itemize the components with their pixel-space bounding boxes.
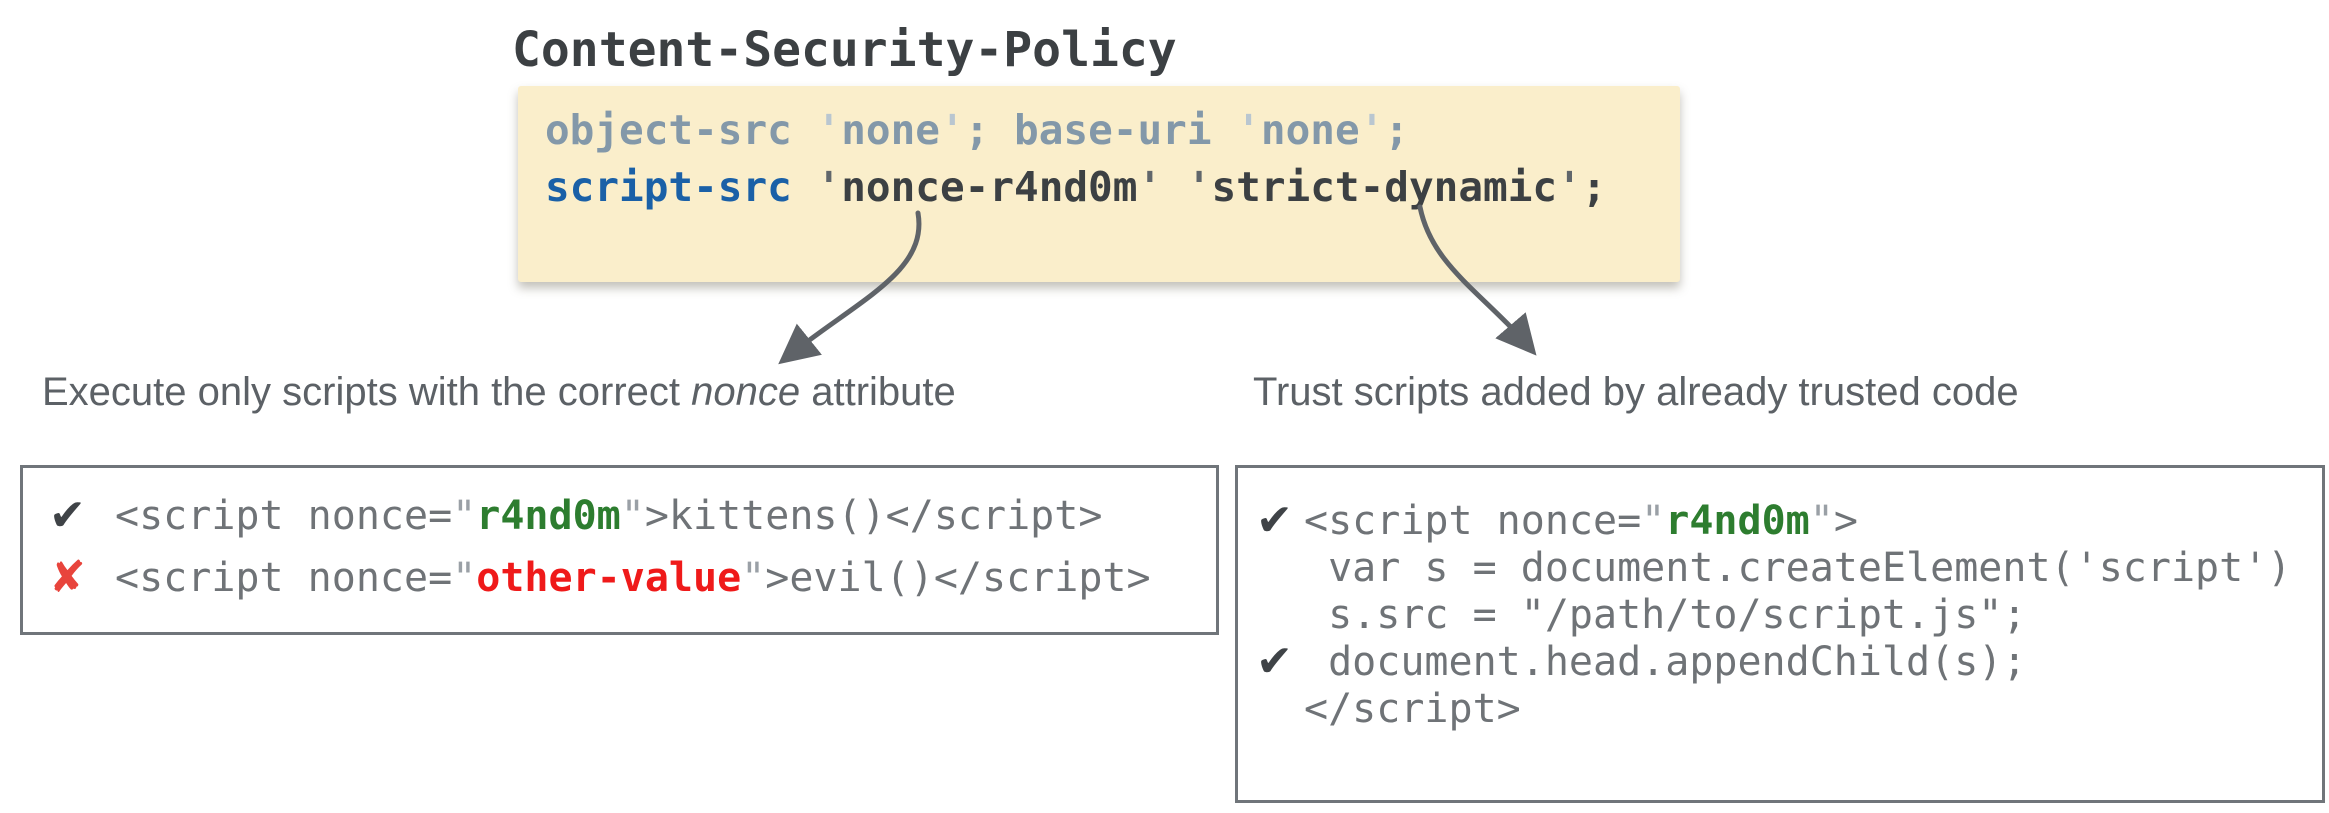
strict-dynamic-example-box: ✔<script nonce="r4nd0m"> var s = documen… bbox=[1235, 465, 2325, 803]
text-segment: Execute only scripts with the correct bbox=[42, 370, 692, 414]
text-segment: r4nd0m bbox=[476, 493, 621, 539]
text-segment: ' bbox=[1236, 106, 1261, 154]
text-segment: ; bbox=[964, 106, 1015, 154]
text-segment: nonce bbox=[691, 370, 801, 414]
text-segment: none bbox=[1260, 106, 1360, 154]
text-segment: " bbox=[452, 555, 477, 601]
text-segment: document.head.appendChild(s); bbox=[1304, 638, 2027, 685]
code-text: var s = document.createElement('script') bbox=[1304, 545, 2291, 591]
caption-strict-dynamic: Trust scripts added by already trusted c… bbox=[1253, 368, 2019, 416]
text-segment: </script> bbox=[1304, 685, 1521, 732]
cross-icon: ✘ bbox=[49, 552, 86, 603]
text-segment: var s = document.createElement('script') bbox=[1304, 544, 2292, 591]
policy-line-object-src: object-src 'none'; base-uri 'none'; bbox=[545, 102, 1680, 159]
page-title: Content-Security-Policy bbox=[512, 22, 1177, 78]
code-line: </script> bbox=[1256, 685, 2322, 732]
text-segment: Trust scripts added by already trusted c… bbox=[1253, 370, 2019, 414]
check-icon: ✔ bbox=[1256, 494, 1293, 546]
text-segment: <script nonce= bbox=[115, 493, 453, 539]
text-segment: ' bbox=[1557, 163, 1582, 211]
text-segment: s.src = "/path/to/script.js"; bbox=[1304, 591, 2027, 638]
code-text: </script> bbox=[1304, 686, 1521, 732]
code-text: document.head.appendChild(s); bbox=[1304, 639, 2026, 685]
code-text: s.src = "/path/to/script.js"; bbox=[1304, 592, 2026, 638]
text-segment: strict-dynamic bbox=[1211, 163, 1558, 211]
policy-code-box: object-src 'none'; base-uri 'none'; scri… bbox=[518, 86, 1680, 282]
text-segment: <script nonce= bbox=[115, 555, 453, 601]
code-line: ✔<script nonce="r4nd0m"> bbox=[1256, 497, 2322, 544]
policy-line-script-src: script-src 'nonce-r4nd0m' 'strict-dynami… bbox=[545, 159, 1680, 216]
text-segment: " bbox=[452, 493, 477, 539]
text-segment: attribute bbox=[800, 370, 956, 414]
code-line: ✔<script nonce="r4nd0m">kittens()</scrip… bbox=[49, 492, 1216, 540]
text-segment: script-src bbox=[545, 163, 817, 211]
text-segment: " bbox=[1809, 497, 1834, 544]
check-icon: ✔ bbox=[49, 490, 86, 541]
text-segment: ; bbox=[1384, 106, 1410, 154]
text-segment: object-src bbox=[545, 106, 817, 154]
code-text: <script nonce="r4nd0m">kittens()</script… bbox=[115, 493, 1102, 539]
check-icon: ✔ bbox=[1256, 635, 1293, 687]
text-segment: " bbox=[1641, 497, 1666, 544]
text-segment: >kittens()</script> bbox=[644, 493, 1103, 539]
text-segment: none bbox=[841, 106, 940, 154]
text-segment: " bbox=[741, 555, 766, 601]
text-segment: ' bbox=[939, 106, 965, 154]
text-segment: > bbox=[1833, 497, 1858, 544]
text-segment: ' bbox=[816, 163, 842, 211]
text-segment: " bbox=[620, 493, 645, 539]
code-text: <script nonce="other-value">evil()</scri… bbox=[115, 555, 1151, 601]
code-line: var s = document.createElement('script') bbox=[1256, 544, 2322, 591]
code-line: s.src = "/path/to/script.js"; bbox=[1256, 591, 2322, 638]
nonce-example-box: ✔<script nonce="r4nd0m">kittens()</scrip… bbox=[20, 465, 1219, 635]
text-segment: nonce-r4nd0m bbox=[841, 163, 1138, 211]
text-segment: ' bbox=[1359, 106, 1385, 154]
code-text: <script nonce="r4nd0m"> bbox=[1304, 498, 1858, 544]
text-segment: >evil()</script> bbox=[765, 555, 1151, 601]
caption-nonce: Execute only scripts with the correct no… bbox=[42, 368, 956, 416]
code-line: ✘<script nonce="other-value">evil()</scr… bbox=[49, 554, 1216, 602]
text-segment: ; bbox=[1581, 163, 1607, 211]
text-segment: r4nd0m bbox=[1665, 497, 1810, 544]
text-segment: base-uri bbox=[1014, 106, 1237, 154]
text-segment: ' ' bbox=[1137, 163, 1212, 211]
text-segment: ' bbox=[816, 106, 842, 154]
code-line: ✔ document.head.appendChild(s); bbox=[1256, 638, 2322, 685]
text-segment: <script nonce= bbox=[1304, 497, 1642, 544]
text-segment: other-value bbox=[476, 555, 742, 601]
